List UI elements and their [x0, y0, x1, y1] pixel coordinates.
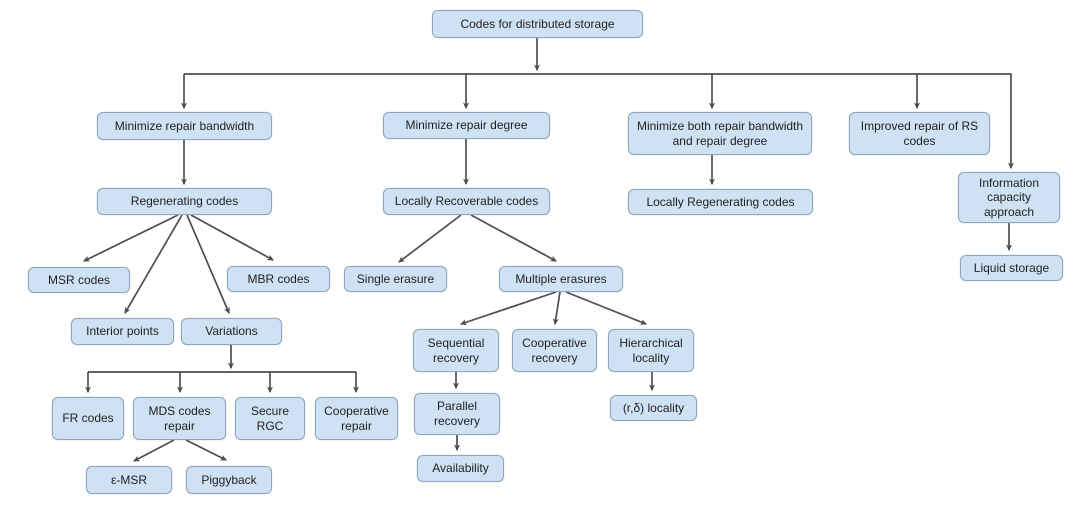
node-hierarchical: Hierarchical locality [608, 329, 694, 372]
node-label: MSR codes [47, 272, 111, 287]
node-info-capacity: Information capacity approach [958, 172, 1060, 223]
node-label: Cooperative repair [324, 403, 389, 433]
node-label: Multiple erasures [515, 271, 607, 286]
edge-regen-to-variations [186, 214, 230, 315]
node-label: Minimize repair degree [405, 118, 528, 133]
node-label: Improved repair of RS codes [860, 118, 979, 148]
node-eps-msr: ε-MSR [86, 466, 172, 494]
node-label: Cooperative recovery [522, 335, 587, 365]
node-min-bandwidth: Minimize repair bandwidth [97, 112, 272, 140]
node-label: FR codes [62, 411, 114, 426]
edge-multiple-to-sequential [459, 291, 557, 326]
node-interior-points: Interior points [71, 318, 174, 345]
node-min-both: Minimize both repair bandwidth and repai… [628, 112, 812, 155]
node-label: Hierarchical locality [619, 335, 683, 365]
node-mbr-codes: MBR codes [227, 266, 330, 292]
edge-mds-to-eps-msr [133, 439, 175, 462]
node-r-delta: (r,δ) locality [610, 395, 697, 421]
node-label: Locally Regenerating codes [646, 194, 795, 209]
node-label: Minimize repair bandwidth [114, 118, 255, 133]
node-label: Single erasure [356, 271, 435, 286]
edge-lrc-to-single [398, 214, 462, 263]
node-label: (r,δ) locality [622, 400, 685, 415]
node-label: Codes for distributed storage [460, 16, 615, 31]
node-improved-rs: Improved repair of RS codes [849, 112, 990, 155]
node-label: Availability [432, 461, 489, 476]
node-min-degree: Minimize repair degree [383, 112, 550, 139]
edge-regen-to-mbr [190, 214, 274, 261]
edge-lrc-to-multiple [470, 214, 557, 262]
node-sequential: Sequential recovery [413, 329, 499, 372]
node-multiple-erasures: Multiple erasures [499, 266, 623, 292]
node-coop-repair: Cooperative repair [315, 397, 398, 440]
node-piggyback: Piggyback [186, 466, 272, 494]
node-root: Codes for distributed storage [432, 10, 643, 38]
node-label: MBR codes [247, 271, 310, 286]
node-liquid-storage: Liquid storage [960, 255, 1063, 281]
node-label: Liquid storage [973, 260, 1050, 275]
node-fr-codes: FR codes [52, 397, 124, 440]
node-single-erasure: Single erasure [344, 266, 447, 292]
node-secure-rgc: Secure RGC [235, 397, 305, 440]
node-label: Regenerating codes [130, 194, 239, 209]
node-label: ε-MSR [110, 472, 147, 487]
node-regenerating: Regenerating codes [97, 188, 272, 215]
node-label: Information capacity approach [978, 175, 1040, 219]
node-parallel: Parallel recovery [414, 393, 500, 435]
node-label: Locally Recoverable codes [394, 194, 539, 209]
edge-regen-to-interior [124, 214, 183, 314]
node-lrc: Locally Recoverable codes [383, 188, 550, 215]
node-label: Secure RGC [250, 403, 290, 433]
node-label: Parallel recovery [433, 399, 480, 428]
edge-multiple-to-coop-rec [552, 291, 561, 326]
node-locally-regen: Locally Regenerating codes [628, 189, 813, 215]
node-label: MDS codes repair [148, 403, 211, 433]
node-variations: Variations [181, 318, 282, 345]
node-availability: Availability [417, 455, 504, 482]
edge-mds-to-piggyback [185, 439, 227, 461]
node-label: Minimize both repair bandwidth and repai… [636, 118, 804, 148]
node-msr-codes: MSR codes [28, 267, 130, 293]
edge-multiple-to-hierarchical [565, 291, 648, 325]
node-label: Interior points [86, 324, 159, 339]
node-label: Piggyback [201, 472, 257, 487]
node-coop-recovery: Cooperative recovery [512, 329, 597, 372]
edge-regen-to-msr [83, 214, 179, 262]
node-mds-repair: MDS codes repair [133, 397, 226, 440]
node-label: Sequential recovery [427, 335, 485, 365]
node-label: Variations [205, 324, 258, 339]
